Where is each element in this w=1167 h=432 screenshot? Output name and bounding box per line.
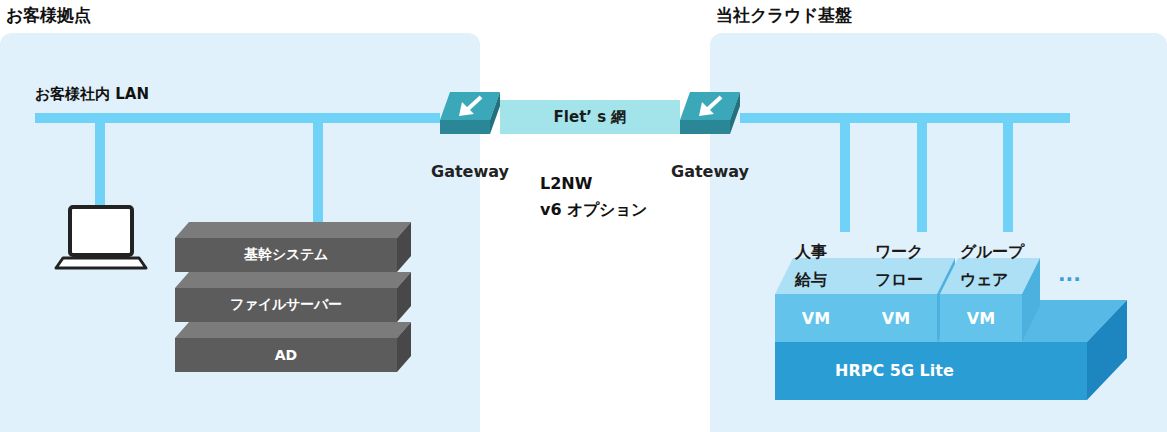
lan-connector <box>758 118 922 232</box>
vm-heading: グループ ウェア <box>960 238 1024 294</box>
slab-top <box>175 322 411 338</box>
gateway-arrow <box>708 97 721 109</box>
gateway-arrow-head <box>459 102 474 116</box>
platform-side <box>1087 300 1127 400</box>
lan-drop <box>95 118 105 206</box>
lan-connector <box>758 118 845 232</box>
label-box: ... <box>1058 262 1081 286</box>
server-slab: 基幹システム <box>175 222 411 272</box>
site-panel-label: お客様拠点 <box>0 0 480 31</box>
label-box: お客様社内 LAN <box>35 84 149 104</box>
slab-front <box>175 288 397 322</box>
slab-side <box>397 322 411 372</box>
label-box: v6 オプション <box>540 200 647 221</box>
slab-top <box>175 272 411 288</box>
site-ground <box>0 33 480 432</box>
gateway-arrow <box>468 97 481 109</box>
gateway-device: Gateway <box>662 92 758 184</box>
lan-connector <box>318 118 422 222</box>
slab-top <box>175 222 411 238</box>
network-band-label: Flet’ s 網 <box>500 100 680 134</box>
server-slab-label: ファイルサーバー <box>175 288 397 322</box>
slab-side <box>397 272 411 322</box>
gateway-side <box>730 92 740 134</box>
label-box: L2NW <box>540 174 592 193</box>
vm-front <box>940 294 1022 342</box>
slab-side <box>397 222 411 272</box>
gateway-device-label: Gateway <box>422 162 518 181</box>
vm-front <box>775 294 857 342</box>
text-label: ... <box>1058 262 1081 286</box>
vm-cube-label: VM <box>775 294 857 342</box>
server-slab-label: AD <box>175 338 397 372</box>
lan-bus <box>740 113 1070 123</box>
server-slab: AD <box>175 322 411 372</box>
vm-side <box>1022 258 1040 342</box>
laptop-base <box>56 258 146 268</box>
server-slab: ファイルサーバー <box>175 272 411 322</box>
gateway-device-label: Gateway <box>662 162 758 181</box>
gateway-top <box>440 92 500 120</box>
slab-front <box>175 238 397 272</box>
site-panel-label: 当社クラウド基盤 <box>710 0 1167 31</box>
text-label: L2NW <box>540 174 592 193</box>
server-slab-label: 基幹システム <box>175 238 397 272</box>
band-fill <box>500 100 680 134</box>
lan-connector <box>758 118 1008 232</box>
slab-front <box>175 338 397 372</box>
gateway-arrow-head <box>699 102 714 116</box>
cloud-ground <box>710 33 1167 432</box>
site-panel: お客様拠点基幹システムファイルサーバー AD <box>0 0 480 432</box>
gateway-side <box>490 92 500 134</box>
vm-heading: ワーク フロー <box>875 238 923 294</box>
network-band: Flet’ s 網 <box>500 100 680 134</box>
vm-front <box>855 294 937 342</box>
text-label: お客様社内 LAN <box>35 85 149 103</box>
vm-heading: 人事 給与 <box>795 238 827 294</box>
text-label: v6 オプション <box>540 200 647 219</box>
site-panel: 当社クラウド基盤HRPC 5G Lite人事 給与VMワーク フローVMグループ… <box>710 0 1167 432</box>
gateway-top <box>680 92 740 120</box>
gateway-front <box>680 120 730 134</box>
vm-cube: グループ ウェアVM <box>940 232 1040 342</box>
gateway-front <box>440 120 490 134</box>
vm-cube-label: VM <box>855 294 937 342</box>
laptop-screen <box>70 207 132 255</box>
vm-cube-label: VM <box>940 294 1022 342</box>
